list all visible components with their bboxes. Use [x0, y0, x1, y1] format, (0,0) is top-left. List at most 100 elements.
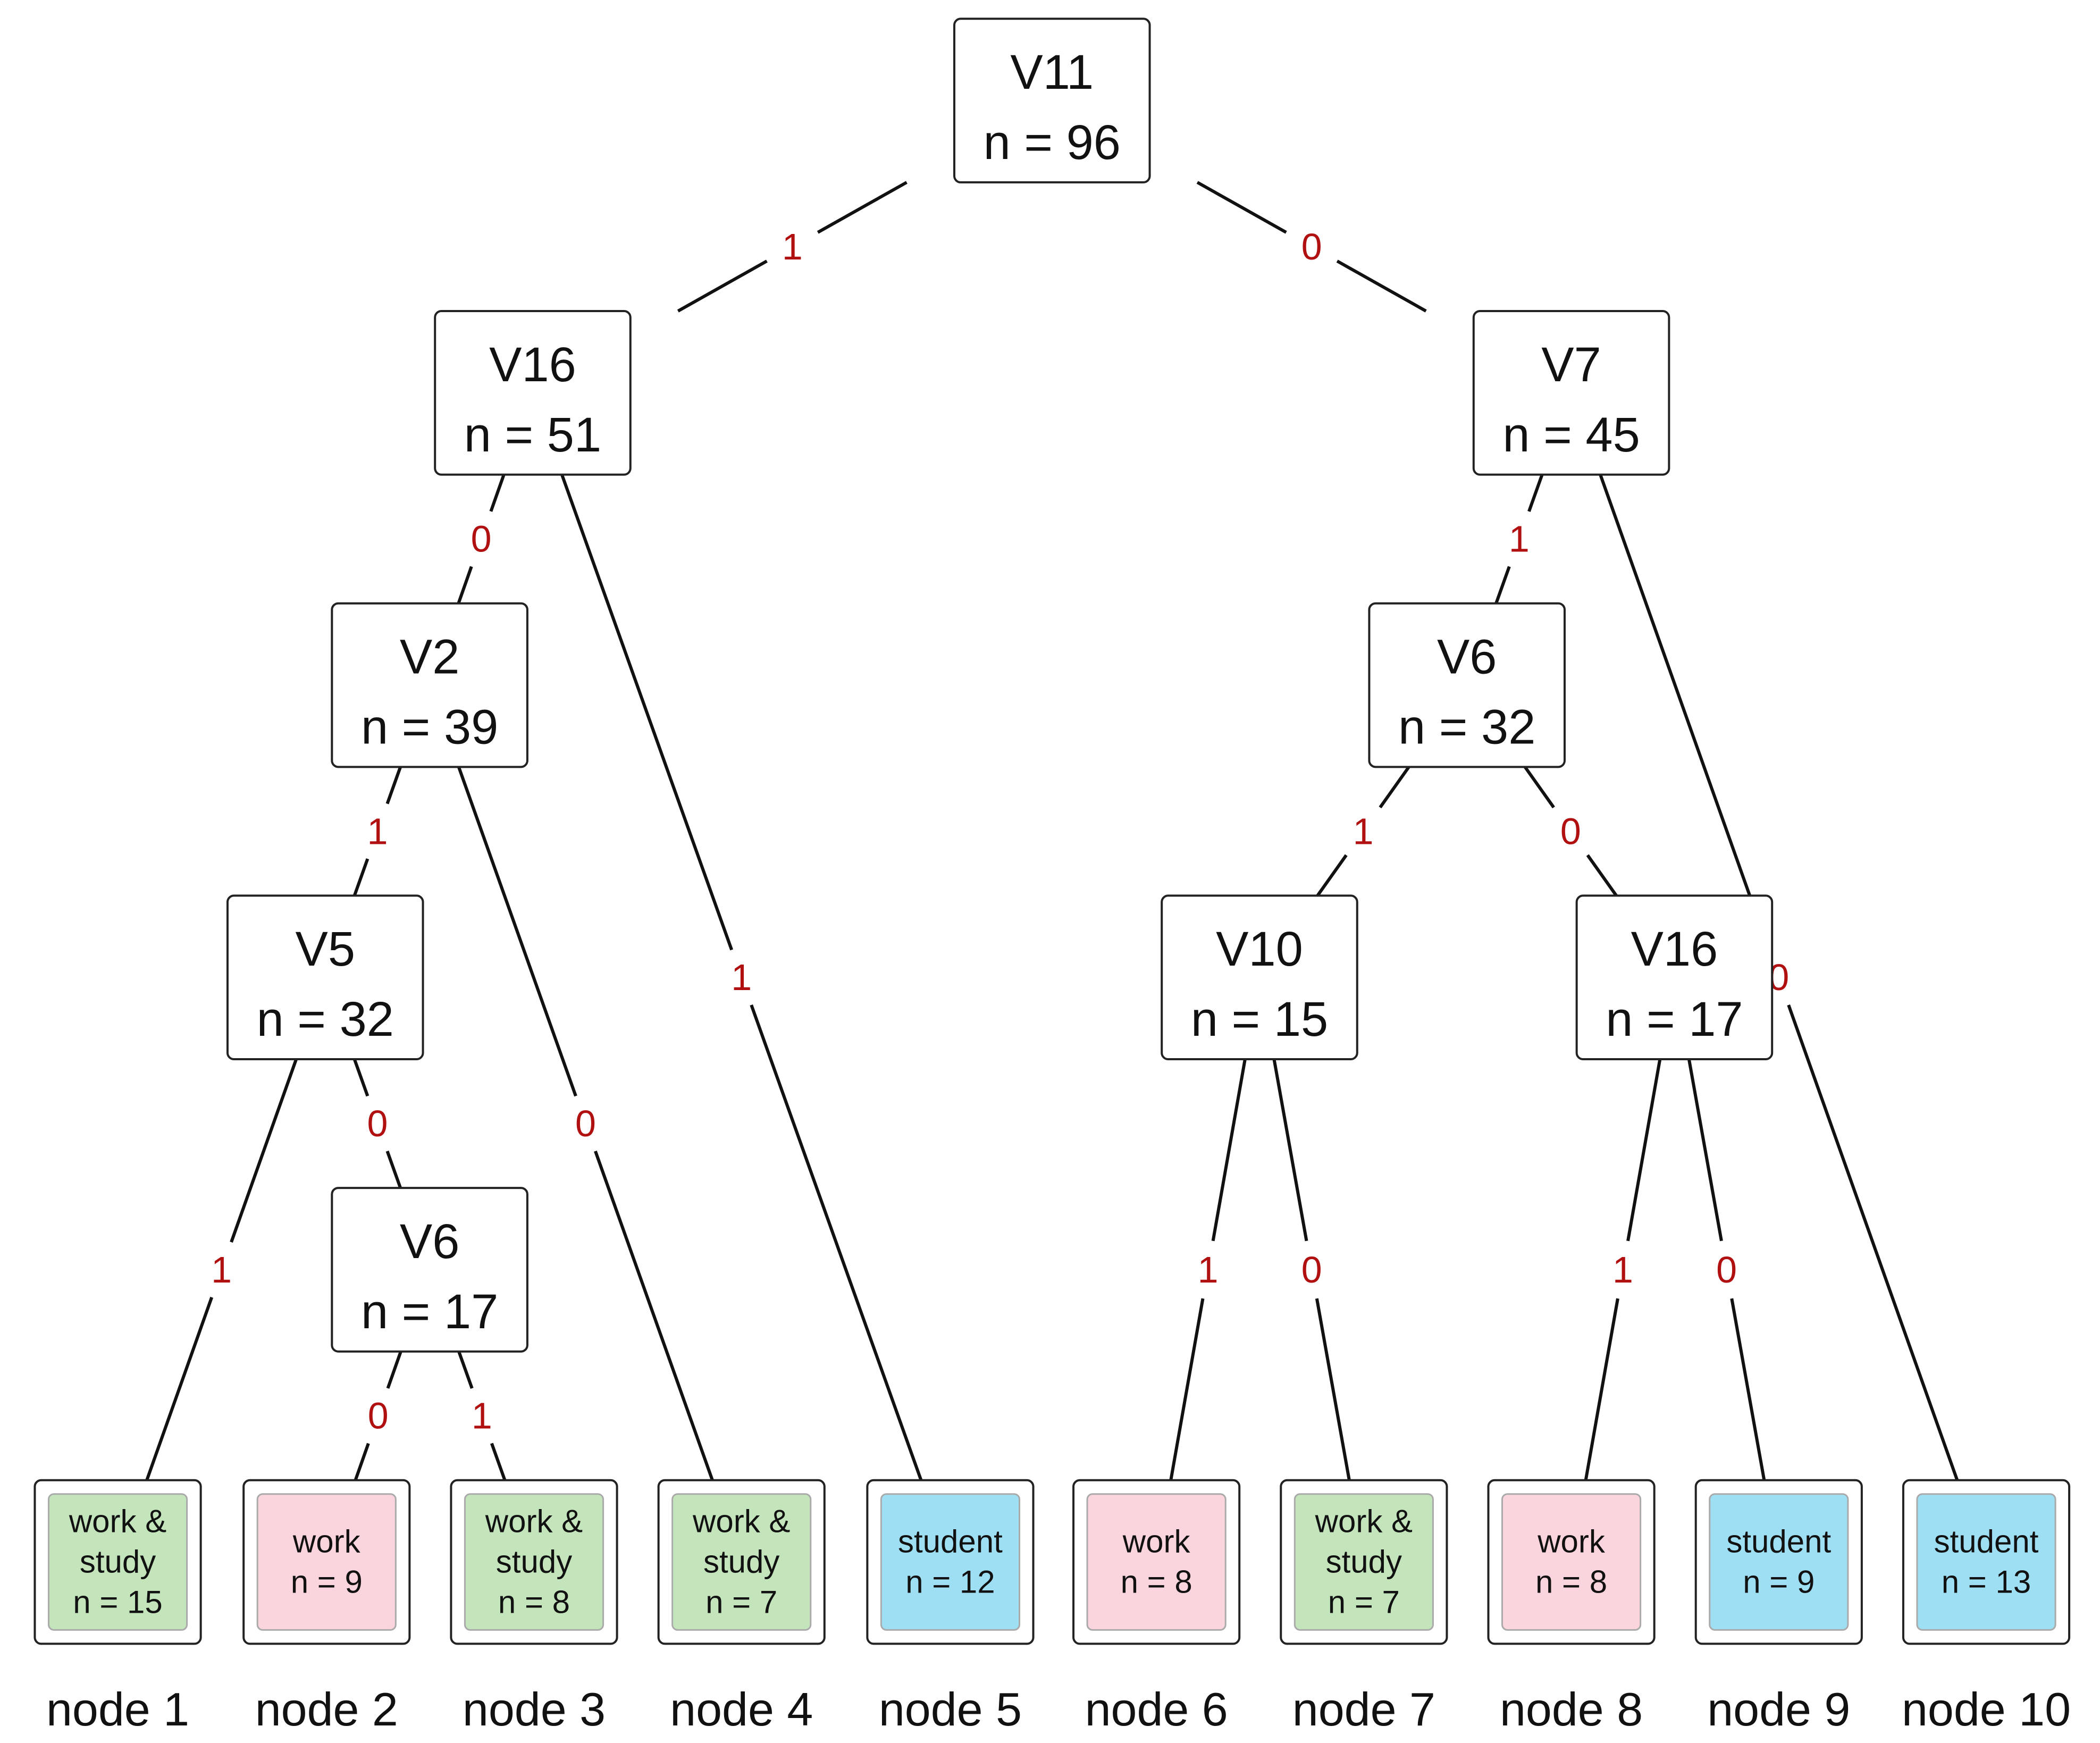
- split-node-box: [1368, 602, 1566, 768]
- edge-line-upper: [230, 1059, 298, 1243]
- terminal-node-label: student: [1726, 1524, 1831, 1560]
- edge-line-lower: [1316, 854, 1348, 897]
- split-node-v7: V7 n = 45: [1472, 309, 1670, 476]
- edge-line-upper: [1272, 1059, 1308, 1242]
- edge: 1: [1584, 1059, 1662, 1481]
- node-caption: node 8: [1500, 1683, 1643, 1736]
- split-node-box: [434, 309, 632, 476]
- terminal-node-label: study: [703, 1544, 779, 1580]
- edge-line-lower: [1169, 1298, 1205, 1481]
- terminal-node-fill: [1501, 1493, 1642, 1631]
- terminal-node-label: n = 12: [905, 1564, 995, 1600]
- terminal-node-fill: [47, 1493, 188, 1631]
- terminal-node-label: work &: [485, 1504, 583, 1539]
- terminal-node-fill: [880, 1493, 1021, 1631]
- edge-line-upper: [457, 766, 577, 1097]
- edge-label: 1: [472, 1395, 492, 1437]
- edge-line-upper: [1599, 474, 1771, 951]
- node-caption: node 2: [255, 1683, 398, 1736]
- split-variable: V11: [1010, 45, 1094, 99]
- edge-label: 1: [731, 957, 752, 998]
- split-node-box: [331, 602, 528, 768]
- terminal-node-label: n = 7: [705, 1585, 777, 1620]
- split-node-v16a: V16 n = 51: [434, 309, 632, 476]
- edge: 0: [1523, 766, 1618, 897]
- split-count: n = 51: [464, 408, 601, 462]
- edge: 1: [145, 1059, 298, 1481]
- edge-line-upper: [1626, 1059, 1662, 1242]
- split-variable: V5: [295, 922, 355, 976]
- edge-label: 0: [1301, 1249, 1322, 1291]
- edge-label: 0: [367, 1103, 388, 1144]
- edge-line-upper: [1527, 474, 1544, 512]
- split-node-v2: V2n = 39: [331, 602, 528, 768]
- edge-line-upper: [1196, 181, 1287, 234]
- split-node-box: [1472, 309, 1670, 476]
- edge-label: 1: [782, 226, 803, 267]
- split-count: n = 32: [257, 992, 394, 1046]
- split-node-box: [331, 1187, 528, 1353]
- split-variable: V16: [1631, 922, 1718, 976]
- edge: 1: [457, 1351, 507, 1481]
- terminal-node-label: n = 7: [1328, 1585, 1400, 1620]
- edge-line-lower: [145, 1296, 214, 1481]
- edge: 1: [1169, 1059, 1247, 1481]
- terminal-node-fill: [1086, 1493, 1227, 1631]
- node-caption: node 9: [1707, 1683, 1850, 1736]
- split-count: n = 17: [361, 1285, 498, 1339]
- terminal-node-label: work: [1122, 1524, 1191, 1560]
- edge: 1: [560, 474, 923, 1481]
- terminal-node-label: work: [292, 1524, 361, 1560]
- split-node-v6b: V6n = 17: [331, 1187, 528, 1353]
- split-count: n = 45: [1502, 408, 1640, 462]
- edge: 0: [354, 1351, 402, 1481]
- node-caption: node 1: [46, 1683, 189, 1736]
- split-node-box: [226, 894, 424, 1061]
- split-node-box: [1161, 894, 1358, 1061]
- edge-line-lower: [385, 1150, 402, 1189]
- terminal-node-fill: [1293, 1493, 1434, 1631]
- terminal-node-fill: [1916, 1493, 2056, 1631]
- edge-line-upper: [352, 1059, 369, 1097]
- edge-line-lower: [594, 1150, 714, 1481]
- split-node-v16b: V16 n = 17: [1575, 894, 1774, 1061]
- terminal-node-leaf3: work & study n = 8: [450, 1479, 618, 1645]
- split-variable: V7: [1541, 338, 1601, 392]
- edge-line-lower: [490, 1443, 507, 1481]
- split-variable: V16: [489, 338, 576, 392]
- terminal-node-fill: [1709, 1493, 1849, 1631]
- split-count: n = 17: [1606, 992, 1743, 1046]
- edge-line-lower: [677, 259, 768, 313]
- split-variable: V2: [400, 630, 460, 684]
- edge-label: 1: [211, 1249, 232, 1291]
- edge-label: 0: [471, 518, 492, 560]
- edge-label: 1: [1353, 810, 1374, 852]
- node-caption: node 6: [1085, 1683, 1228, 1736]
- terminal-node-label: n = 8: [498, 1585, 570, 1620]
- terminal-node-label: study: [80, 1544, 156, 1580]
- node-caption: node 10: [1902, 1683, 2071, 1736]
- edge-label: 0: [575, 1103, 596, 1144]
- terminal-node-label: work: [1537, 1524, 1606, 1560]
- terminal-node-label: study: [496, 1544, 572, 1580]
- edge-label: 1: [1509, 518, 1530, 560]
- terminal-node-fill: [464, 1493, 604, 1631]
- terminal-node-label: study: [1326, 1544, 1402, 1580]
- edge-line-lower: [457, 566, 473, 604]
- edge: 0: [352, 1059, 402, 1189]
- edge: 0: [457, 766, 714, 1481]
- edge: 1: [1494, 474, 1544, 604]
- edge-line-lower: [1787, 1004, 1959, 1481]
- node-caption: node 5: [879, 1683, 1022, 1736]
